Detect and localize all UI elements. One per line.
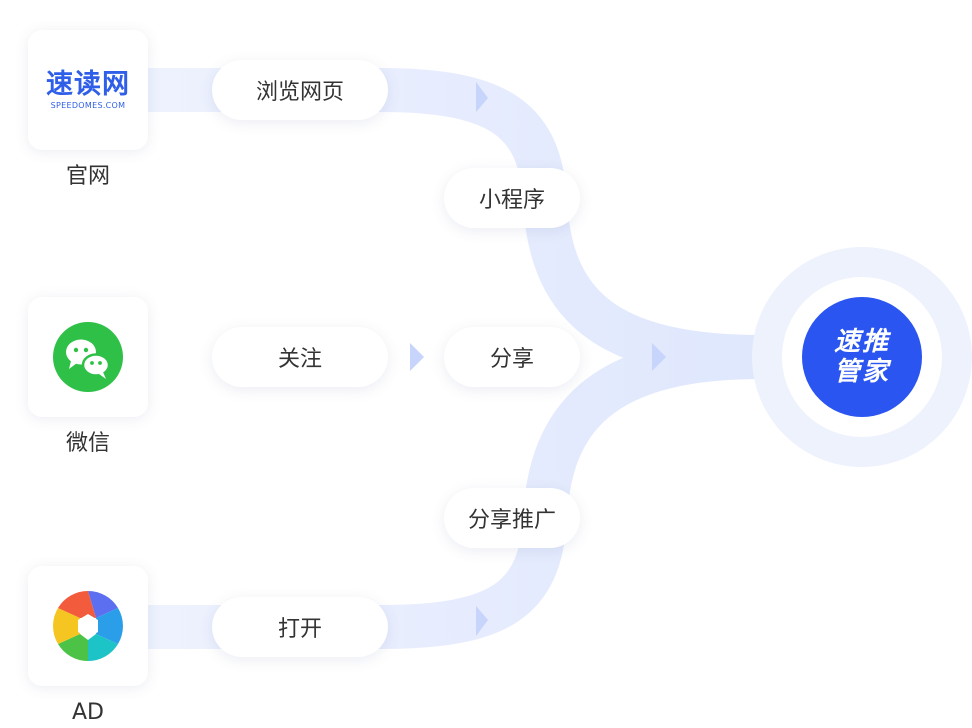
aperture-icon <box>53 591 123 661</box>
pill-follow[interactable]: 关注 <box>212 327 388 387</box>
speedomes-logo-icon: 速读网 SPEEDOMES.COM <box>46 68 130 111</box>
flow-path-website <box>148 68 761 379</box>
logo-sub-text: SPEEDOMES.COM <box>50 100 126 110</box>
target-logo[interactable]: 速推 管家 <box>802 297 922 417</box>
pill-mini-program[interactable]: 小程序 <box>444 168 580 228</box>
flow-arrows <box>410 82 666 636</box>
source-label-wechat: 微信 <box>65 431 110 456</box>
arrow-icon <box>652 343 666 371</box>
arrow-icon <box>476 82 488 112</box>
source-label-website: 官网 <box>65 164 110 189</box>
source-card-ad[interactable] <box>28 566 148 686</box>
pill-share-promote[interactable]: 分享推广 <box>444 488 580 548</box>
source-card-wechat[interactable] <box>28 297 148 417</box>
source-label-ad: AD <box>72 700 104 725</box>
wechat-icon <box>53 322 123 392</box>
logo-main-text: 速读网 <box>46 68 130 100</box>
target-logo-line1: 速推 <box>833 327 890 357</box>
pill-share[interactable]: 分享 <box>444 327 580 387</box>
arrow-icon <box>410 343 424 371</box>
pill-open[interactable]: 打开 <box>212 597 388 657</box>
target-logo-line2: 管家 <box>833 357 890 387</box>
source-card-website[interactable]: 速读网 SPEEDOMES.COM <box>28 30 148 150</box>
flow-path-ad <box>148 335 761 649</box>
arrow-icon <box>476 606 488 636</box>
pill-browse[interactable]: 浏览网页 <box>212 60 388 120</box>
